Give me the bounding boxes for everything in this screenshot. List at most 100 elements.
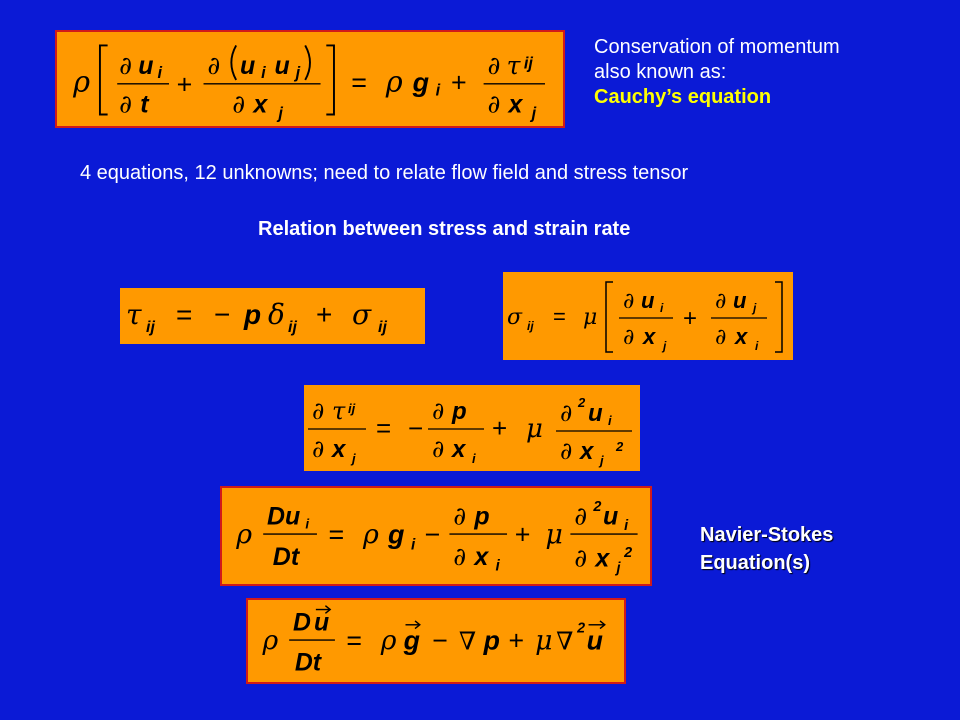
svg-text:+: +: [515, 520, 531, 550]
svg-text:∂: ∂: [432, 435, 444, 463]
svg-text:σ: σ: [352, 298, 372, 331]
svg-text:μ: μ: [535, 626, 552, 657]
svg-text:∂: ∂: [312, 435, 324, 463]
svg-text:j: j: [294, 64, 301, 82]
svg-text:j: j: [276, 104, 283, 122]
stress-divergence-equation: ∂ τ ij ∂ x j = − ∂ p ∂ x i + μ ∂ 2 u i ∂…: [308, 395, 632, 468]
svg-text:τ: τ: [332, 397, 346, 425]
svg-text:u: u: [240, 52, 255, 80]
svg-text:+: +: [451, 67, 467, 97]
svg-text:g: g: [412, 67, 429, 97]
navier-stokes-vector-box: ρ D u Dt = ρ g − ∇ p + μ ∇ 2 u: [246, 598, 626, 684]
svg-text:u: u: [275, 52, 290, 80]
svg-text:=: =: [553, 304, 566, 329]
svg-text:∂: ∂: [560, 399, 572, 427]
svg-text:i: i: [660, 301, 664, 315]
svg-text:D: D: [293, 610, 311, 637]
svg-text:∇: ∇: [556, 627, 573, 656]
svg-text:=: =: [376, 413, 391, 443]
navier-stokes-index-box: ρ Du i Dt = ρ g i − ∂ p ∂ x i + μ ∂ 2 u …: [220, 486, 652, 586]
svg-text:u: u: [587, 626, 603, 656]
svg-text:2: 2: [592, 499, 601, 515]
svg-text:ij: ij: [524, 54, 534, 72]
svg-text:=: =: [176, 299, 192, 330]
svg-text:ρ: ρ: [362, 520, 379, 551]
svg-text:−: −: [432, 626, 448, 656]
svg-text:∂: ∂: [232, 90, 245, 119]
svg-text:ρ: ρ: [261, 626, 278, 657]
svg-text:δ: δ: [268, 298, 285, 331]
svg-text:i: i: [261, 64, 266, 82]
stress-tensor-equation: τ ij = − p δ ij + σ ij: [126, 298, 387, 336]
svg-text:i: i: [305, 516, 309, 531]
svg-text:x: x: [251, 91, 268, 119]
svg-text:+: +: [492, 413, 507, 443]
equations-unknowns-note: 4 equations, 12 unknowns; need to relate…: [80, 162, 689, 184]
svg-text:+: +: [316, 299, 332, 330]
navier-stokes-vector-equation: ρ D u Dt = ρ g − ∇ p + μ ∇ 2 u: [261, 605, 606, 677]
svg-text:∂: ∂: [119, 51, 132, 80]
svg-text:x: x: [593, 545, 610, 573]
svg-text:ρ: ρ: [380, 626, 397, 657]
svg-text:2: 2: [615, 439, 624, 454]
svg-text:μ: μ: [545, 520, 562, 551]
svg-text:2: 2: [623, 545, 632, 561]
svg-text:i: i: [157, 64, 162, 82]
svg-text:x: x: [450, 436, 467, 463]
svg-text:∂: ∂: [487, 51, 500, 80]
svg-text:∂: ∂: [119, 90, 132, 119]
svg-text:∂: ∂: [312, 397, 324, 425]
caption-line-3: Cauchy’s equation: [594, 86, 772, 108]
svg-text:μ: μ: [526, 414, 543, 444]
svg-text:x: x: [578, 438, 595, 465]
svg-text:i: i: [755, 339, 759, 353]
svg-text:t: t: [140, 91, 150, 119]
svg-text:ρ: ρ: [235, 520, 252, 551]
svg-text:∂: ∂: [574, 501, 587, 530]
svg-text:p: p: [483, 626, 500, 656]
svg-text:−: −: [214, 299, 230, 330]
svg-text:τ: τ: [507, 51, 522, 80]
navier-stokes-label-line-1: Navier-Stokes: [700, 524, 834, 546]
viscous-stress-equation-box: σ ij = μ ∂ u i ∂ x j + ∂ u j ∂ x i: [503, 272, 793, 360]
svg-text:−: −: [408, 413, 423, 443]
svg-text:i: i: [472, 451, 476, 466]
caption-line-1: Conservation of momentum: [594, 36, 840, 58]
svg-text:j: j: [661, 339, 667, 353]
svg-text:ij: ij: [146, 319, 155, 336]
svg-text:+: +: [683, 305, 697, 332]
svg-text:u: u: [588, 400, 603, 427]
svg-text:∂: ∂: [715, 325, 726, 350]
svg-text:Du: Du: [267, 502, 300, 530]
viscous-stress-equation: σ ij = μ ∂ u i ∂ x j + ∂ u j ∂ x i: [507, 281, 783, 353]
svg-text:x: x: [642, 324, 656, 349]
svg-text:ij: ij: [527, 319, 534, 333]
svg-text:∂: ∂: [207, 51, 220, 80]
svg-text:x: x: [472, 543, 489, 571]
svg-text:g: g: [387, 520, 404, 550]
svg-text:j: j: [350, 451, 356, 466]
svg-text:i: i: [496, 558, 501, 575]
svg-text:j: j: [598, 453, 604, 468]
svg-text:−: −: [424, 520, 440, 550]
svg-text:p: p: [473, 502, 489, 530]
svg-text:p: p: [243, 299, 261, 330]
svg-text:Dt: Dt: [295, 650, 323, 677]
svg-text:x: x: [507, 91, 524, 119]
stress-divergence-equation-box: ∂ τ ij ∂ x j = − ∂ p ∂ x i + μ ∂ 2 u i ∂…: [304, 385, 640, 471]
svg-text:∂: ∂: [432, 397, 444, 425]
cauchy-equation: ρ ∂ u i ∂ t + ∂ u i u j ∂ x j = ρ g i + …: [72, 44, 545, 122]
navier-stokes-label-line-2: Equation(s): [700, 552, 810, 574]
svg-text:j: j: [751, 301, 757, 315]
svg-text:∂: ∂: [487, 90, 500, 119]
svg-text:∂: ∂: [623, 325, 634, 350]
svg-text:=: =: [346, 626, 362, 656]
svg-text:∂: ∂: [560, 437, 572, 465]
svg-text:j: j: [614, 560, 621, 576]
svg-text:∂: ∂: [623, 289, 634, 314]
svg-text:g: g: [403, 626, 420, 656]
svg-text:∂: ∂: [453, 542, 466, 571]
relation-heading: Relation between stress and strain rate: [258, 218, 631, 240]
svg-text:p: p: [451, 398, 467, 425]
svg-text:μ: μ: [583, 305, 597, 330]
